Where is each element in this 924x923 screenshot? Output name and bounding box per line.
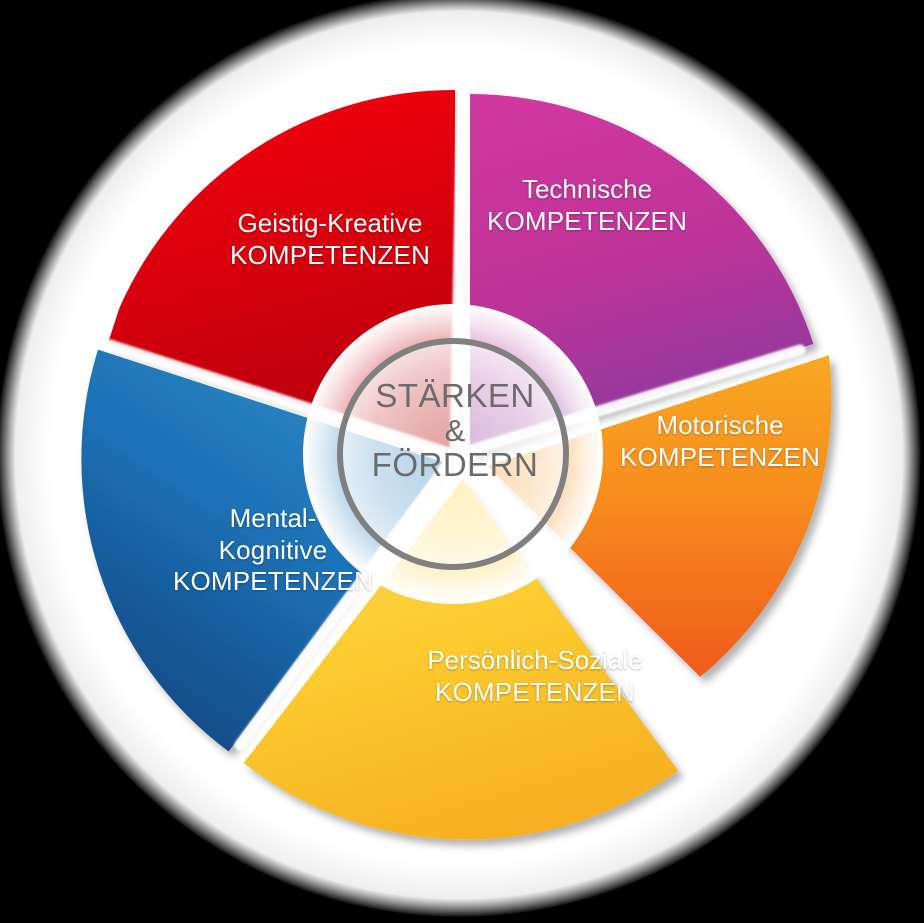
slice-motorische[interactable] <box>488 355 832 677</box>
slice-persoenlich-soziale[interactable] <box>243 479 679 840</box>
center-hub-ring[interactable] <box>337 338 569 570</box>
